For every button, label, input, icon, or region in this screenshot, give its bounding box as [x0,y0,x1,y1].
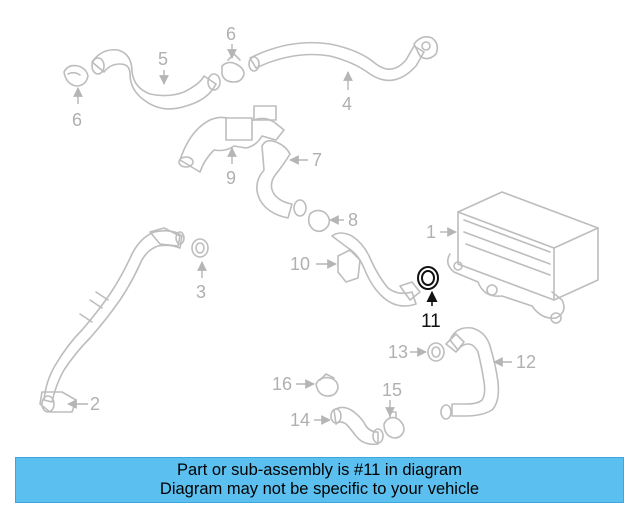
svg-text:11: 11 [421,311,441,332]
part-6-clamp-left [63,64,89,87]
svg-text:7: 7 [312,150,322,170]
svg-text:13: 13 [388,342,408,362]
part-1-oil-cooler [446,191,599,324]
part-13-o-ring [427,342,445,362]
callout-2: 2 [67,394,100,414]
callout-11: 11 [421,290,441,332]
callout-13: 13 [388,342,427,362]
svg-text:8: 8 [348,210,358,230]
callout-7: 7 [289,150,322,170]
callout-6-left: 6 [72,87,83,130]
part-12-hose [440,326,500,420]
part-10-pipe [331,232,421,307]
svg-text:16: 16 [272,374,292,394]
svg-text:3: 3 [196,282,206,302]
svg-text:4: 4 [342,94,352,114]
svg-text:1: 1 [426,222,436,242]
callout-15: 15 [382,380,402,417]
part-16-clip [315,373,339,397]
part-6-clamp-upper [221,53,245,83]
svg-text:2: 2 [90,394,100,414]
svg-text:12: 12 [516,352,536,372]
callout-12: 12 [493,352,536,372]
part-2-pipe [39,227,185,413]
part-11-o-ring [417,266,439,290]
callout-3: 3 [196,261,207,302]
svg-text:5: 5 [158,49,168,69]
part-9-junction [178,105,285,173]
part-5-hose [91,48,221,110]
info-banner: Part or sub-assembly is #11 in diagram D… [15,457,624,503]
callout-6-upper: 6 [226,24,237,59]
callout-16: 16 [272,374,315,394]
svg-text:6: 6 [226,24,236,44]
callout-9: 9 [226,147,237,188]
part-8-clamp [307,209,331,233]
svg-text:6: 6 [72,110,82,130]
part-3-o-ring [191,238,209,258]
callout-1: 1 [426,222,457,242]
part-4-pipe [248,36,439,82]
svg-text:10: 10 [290,254,310,274]
part-15-clamp [383,411,405,439]
part-7-hose [256,139,307,219]
callout-5: 5 [158,49,169,85]
svg-text:14: 14 [290,410,310,430]
banner-line-1: Part or sub-assembly is #11 in diagram [177,461,462,479]
callout-4: 4 [342,71,353,114]
svg-text:9: 9 [226,168,236,188]
callout-8: 8 [329,210,358,230]
callout-10: 10 [290,254,337,274]
svg-text:15: 15 [382,380,402,400]
banner-line-2: Diagram may not be specific to your vehi… [159,480,480,498]
callout-14: 14 [290,410,331,430]
part-14-elbow [330,406,384,446]
